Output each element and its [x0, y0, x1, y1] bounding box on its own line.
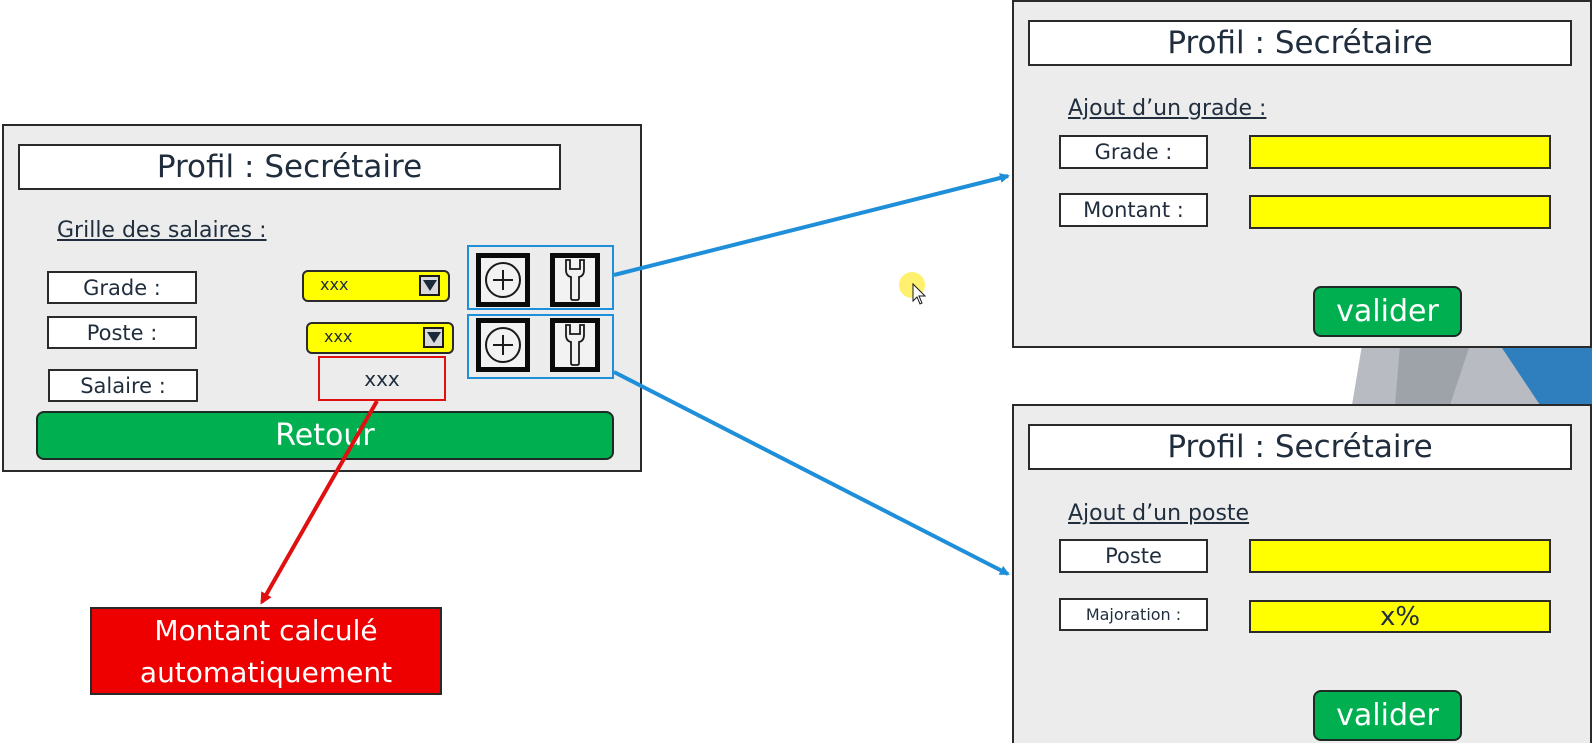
poste-validate-button[interactable]: valider: [1313, 690, 1462, 741]
poste-input[interactable]: [1249, 539, 1551, 573]
auto-calc-note-line2: automatiquement: [139, 656, 393, 689]
plus-circle-icon: [485, 262, 521, 298]
auto-calc-note: Montant calculé automatiquement: [90, 607, 442, 695]
grade-select[interactable]: xxx: [302, 270, 450, 302]
poste-select[interactable]: xxx: [306, 322, 454, 354]
grade-panel-title: Profil : Secrétaire: [1028, 20, 1572, 66]
wrench-icon: [565, 259, 585, 301]
majoration-input[interactable]: x%: [1249, 600, 1551, 633]
chevron-down-icon[interactable]: [419, 275, 440, 296]
add-grade-label: Ajout d’un grade :: [1068, 96, 1267, 121]
main-panel-title: Profil : Secrétaire: [18, 144, 561, 190]
montant-field-label: Montant :: [1059, 193, 1208, 227]
grade-field-label: Grade :: [1059, 135, 1208, 169]
salaire-label: Salaire :: [48, 369, 198, 402]
chevron-down-icon[interactable]: [423, 327, 444, 348]
grade-input[interactable]: [1249, 135, 1551, 169]
poste-actions-group: [467, 314, 614, 379]
add-poste-button[interactable]: [476, 318, 530, 372]
plus-circle-icon: [485, 327, 521, 363]
poste-panel-title: Profil : Secrétaire: [1028, 424, 1572, 470]
edit-grade-button[interactable]: [550, 253, 600, 307]
poste-select-value: xxx: [324, 327, 353, 346]
salaire-computed-value: xxx: [318, 356, 446, 401]
auto-calc-note-line1: Montant calculé: [154, 614, 378, 647]
grade-label: Grade :: [47, 271, 197, 304]
add-poste-label: Ajout d’un poste: [1068, 501, 1250, 526]
grade-select-value: xxx: [320, 275, 349, 294]
poste-label: Poste :: [47, 316, 197, 349]
edit-poste-button[interactable]: [550, 318, 600, 372]
add-grade-button[interactable]: [476, 253, 530, 307]
grade-actions-group: [467, 245, 614, 310]
montant-input[interactable]: [1249, 195, 1551, 229]
salary-grid-label: Grille des salaires :: [57, 218, 267, 243]
wrench-icon: [565, 324, 585, 366]
retour-button[interactable]: Retour: [36, 411, 614, 460]
poste-field-label: Poste: [1059, 539, 1208, 573]
majoration-field-label: Majoration :: [1059, 598, 1208, 631]
grade-validate-button[interactable]: valider: [1313, 286, 1462, 337]
